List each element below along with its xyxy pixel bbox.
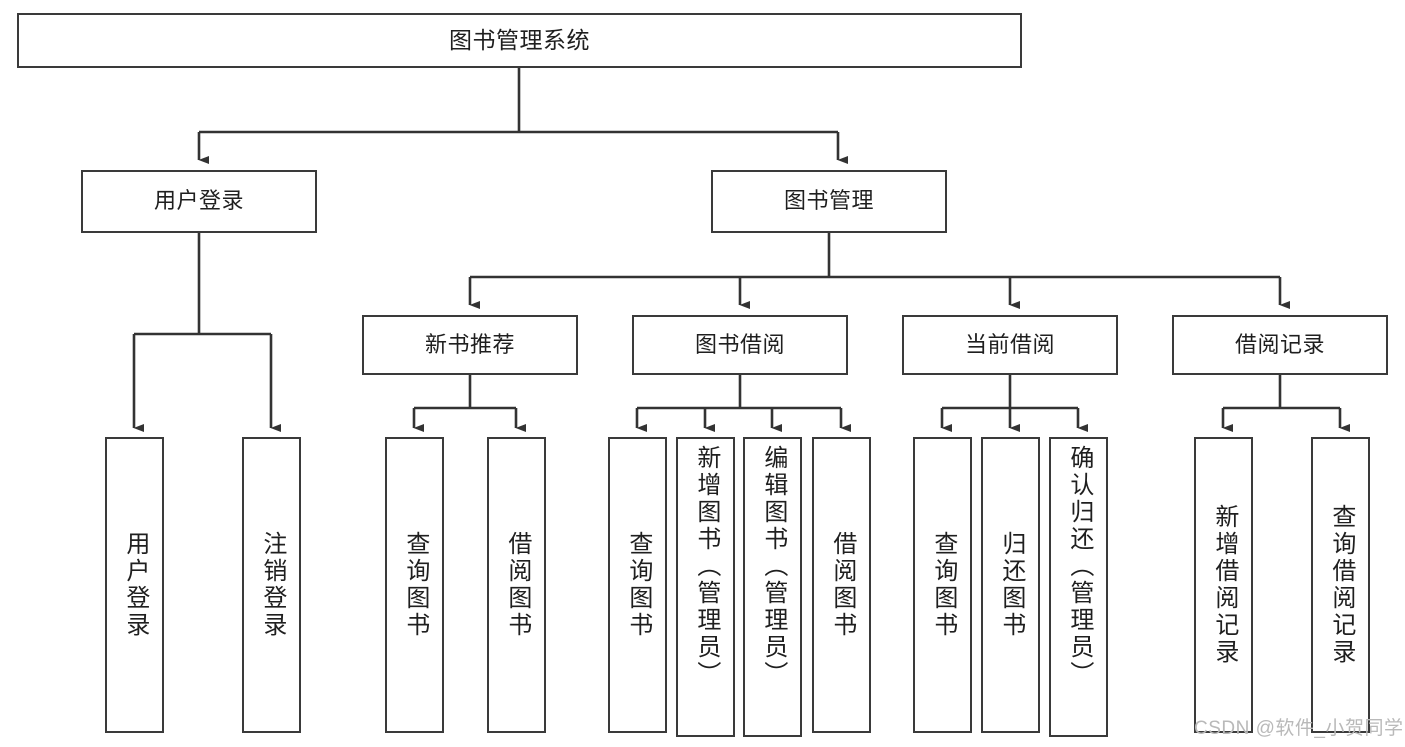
- node-leaf-query-book-2[interactable]: 查询图书: [608, 437, 667, 733]
- node-leaf-add-record-label: 新增借阅记录: [1210, 504, 1238, 666]
- node-leaf-query-record[interactable]: 查询借阅记录: [1311, 437, 1370, 733]
- node-leaf-add-record[interactable]: 新增借阅记录: [1194, 437, 1253, 733]
- node-book-management[interactable]: 图书管理: [711, 170, 947, 233]
- node-leaf-edit-book[interactable]: 编辑图书（管理员）: [743, 437, 802, 737]
- node-leaf-borrow-book-2-label: 借阅图书: [828, 531, 856, 639]
- node-user-login[interactable]: 用户登录: [81, 170, 317, 233]
- node-new-book-recommend[interactable]: 新书推荐: [362, 315, 578, 375]
- csdn-watermark: CSDN @软件_小贺同学: [1194, 718, 1404, 739]
- node-leaf-logout-label: 注销登录: [258, 531, 286, 639]
- node-leaf-return-book-label: 归还图书: [997, 531, 1025, 639]
- node-leaf-user-login[interactable]: 用户登录: [105, 437, 164, 733]
- node-leaf-query-book-1[interactable]: 查询图书: [385, 437, 444, 733]
- node-leaf-add-book-label: 新增图书（管理员）: [692, 445, 720, 688]
- node-leaf-confirm-return[interactable]: 确认归还（管理员）: [1049, 437, 1108, 737]
- node-leaf-query-book-1-label: 查询图书: [401, 531, 429, 639]
- node-leaf-query-book-2-label: 查询图书: [624, 531, 652, 639]
- node-leaf-return-book[interactable]: 归还图书: [981, 437, 1040, 733]
- node-borrow-record[interactable]: 借阅记录: [1172, 315, 1388, 375]
- node-borrow-record-label: 借阅记录: [1234, 331, 1325, 357]
- node-book-management-label: 图书管理: [783, 188, 874, 214]
- node-leaf-query-book-3[interactable]: 查询图书: [913, 437, 972, 733]
- node-current-borrow-label: 当前借阅: [964, 331, 1055, 357]
- node-root-label: 图书管理系统: [449, 26, 590, 53]
- node-leaf-query-book-3-label: 查询图书: [929, 531, 957, 639]
- node-leaf-borrow-book-1[interactable]: 借阅图书: [487, 437, 546, 733]
- node-book-borrow-label: 图书借阅: [694, 331, 785, 357]
- node-user-login-label: 用户登录: [153, 188, 244, 214]
- node-book-borrow[interactable]: 图书借阅: [632, 315, 848, 375]
- node-current-borrow[interactable]: 当前借阅: [902, 315, 1118, 375]
- node-new-book-recommend-label: 新书推荐: [424, 331, 515, 357]
- node-leaf-query-record-label: 查询借阅记录: [1327, 504, 1355, 666]
- node-leaf-confirm-return-label: 确认归还（管理员）: [1065, 445, 1093, 688]
- node-leaf-borrow-book-2[interactable]: 借阅图书: [812, 437, 871, 733]
- node-leaf-logout[interactable]: 注销登录: [242, 437, 301, 733]
- node-leaf-edit-book-label: 编辑图书（管理员）: [759, 445, 787, 688]
- node-leaf-borrow-book-1-label: 借阅图书: [503, 531, 531, 639]
- node-leaf-add-book[interactable]: 新增图书（管理员）: [676, 437, 735, 737]
- node-root[interactable]: 图书管理系统: [17, 13, 1022, 68]
- node-leaf-user-login-label: 用户登录: [121, 531, 149, 639]
